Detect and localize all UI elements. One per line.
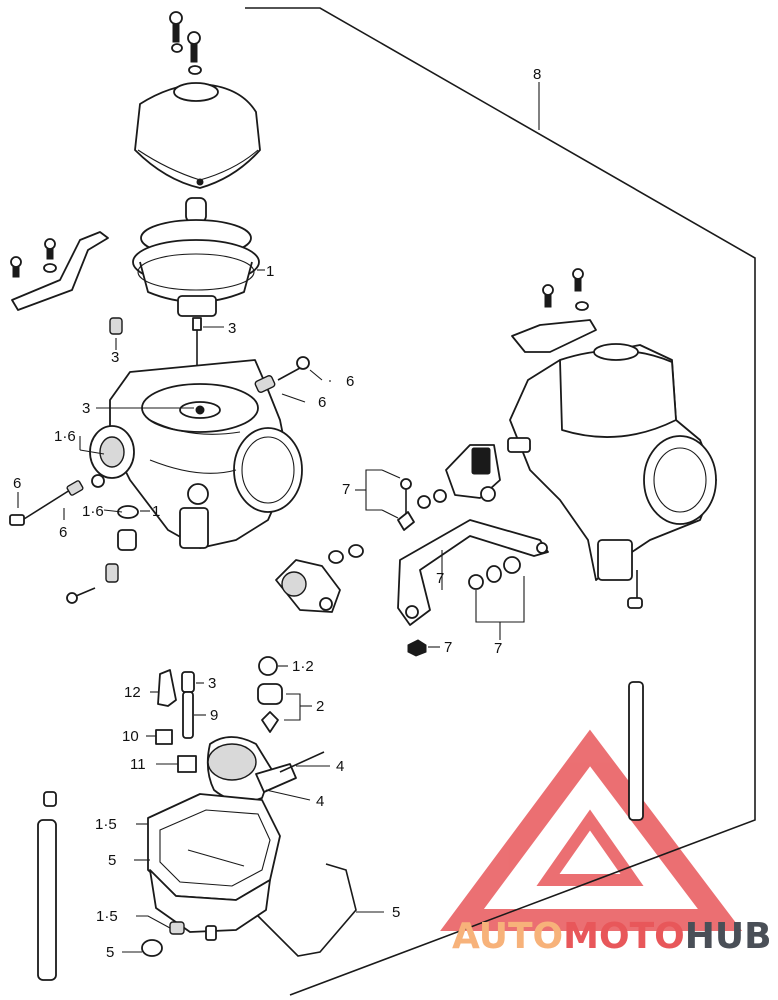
- watermark-text: AUTOMOTOHUB: [452, 916, 772, 957]
- callout-7-nut: 7: [444, 639, 452, 656]
- callout-6-pilot-top: 6: [13, 475, 21, 492]
- drain-screw: [122, 915, 217, 957]
- callout-4-pin: 4: [336, 758, 344, 775]
- callout-6-pilot-bottom: 6: [59, 524, 67, 541]
- carburetor-assembly-right: [507, 268, 717, 600]
- diaphragm-piston: [132, 197, 265, 317]
- lower-screws: [66, 563, 119, 604]
- callout-9: 9: [210, 707, 218, 724]
- callout-1-6-lower: 1·6: [82, 503, 104, 520]
- callout-6-screw-b: 6: [318, 394, 326, 411]
- callout-7-washers: 7: [494, 640, 502, 657]
- assembly-outline: [245, 7, 756, 996]
- callout-1-5-gasket: 1·5: [95, 816, 117, 833]
- callout-5-tube: 5: [392, 904, 400, 921]
- carburetor-body-left: [89, 359, 303, 549]
- vent-tube: [257, 863, 384, 957]
- callout-3-spring: 3: [111, 349, 119, 366]
- adjust-screw-spring: [254, 375, 306, 403]
- float-bowl: [134, 793, 281, 933]
- link-screw: [355, 469, 415, 531]
- washers: [468, 556, 525, 640]
- jet-parts: [146, 669, 206, 773]
- top-screws: [169, 11, 202, 75]
- callout-10: 10: [122, 728, 139, 745]
- spring-clip: [109, 317, 123, 350]
- callout-11: 11: [130, 756, 146, 773]
- throttle-spring-right: [417, 444, 501, 509]
- left-bracket: [10, 231, 109, 311]
- watermark-hub: HUB: [685, 916, 772, 957]
- leader-lines: [79, 380, 331, 513]
- link-arm: [397, 519, 549, 626]
- callout-7-link: 7: [436, 570, 444, 587]
- callout-8-assembly: 8: [533, 66, 541, 83]
- overflow-tube-right: [627, 597, 644, 821]
- callout-4-float: 4: [316, 793, 324, 810]
- drain-tube: [37, 791, 57, 981]
- pilot-screw: [9, 480, 84, 526]
- callout-3-jet: 3: [208, 675, 216, 692]
- callout-1-5-drain: 1·5: [96, 908, 118, 925]
- svg-text:AUTOMOTOHUB: AUTOMOTOHUB: [452, 916, 772, 957]
- callout-6-screw-a: 6: [346, 373, 354, 390]
- callout-1-oring: 1: [152, 503, 160, 520]
- callout-3-body: 3: [82, 400, 90, 417]
- callout-1-6-left: 1·6: [54, 428, 76, 445]
- watermark-auto: AUTO: [452, 916, 563, 957]
- watermark-moto: MOTO: [563, 916, 685, 957]
- nut: [407, 639, 440, 657]
- float-valve: [257, 656, 312, 733]
- callout-2-valve: 2: [316, 698, 324, 715]
- float: [206, 736, 330, 803]
- throttle-spring-left: [275, 544, 364, 613]
- autohub-triangle-logo: [440, 729, 743, 931]
- oring-and-plug: [117, 505, 150, 551]
- callout-3-needle: 3: [228, 320, 236, 337]
- callout-1-top: 1: [266, 263, 274, 280]
- callout-5-bowl: 5: [108, 852, 116, 869]
- callout-5-screw: 5: [106, 944, 114, 961]
- callout-labels: 1 3 3 3 6 6 1·6 6 6 1·6 1 7 7 7 7 8 12 3…: [13, 66, 541, 961]
- callout-1-2-valve: 1·2: [292, 658, 314, 675]
- callout-7-bracket-top: 7: [342, 481, 350, 498]
- callout-12: 12: [124, 684, 141, 701]
- top-cover: [134, 82, 261, 189]
- adjust-screw-upper: [277, 356, 323, 381]
